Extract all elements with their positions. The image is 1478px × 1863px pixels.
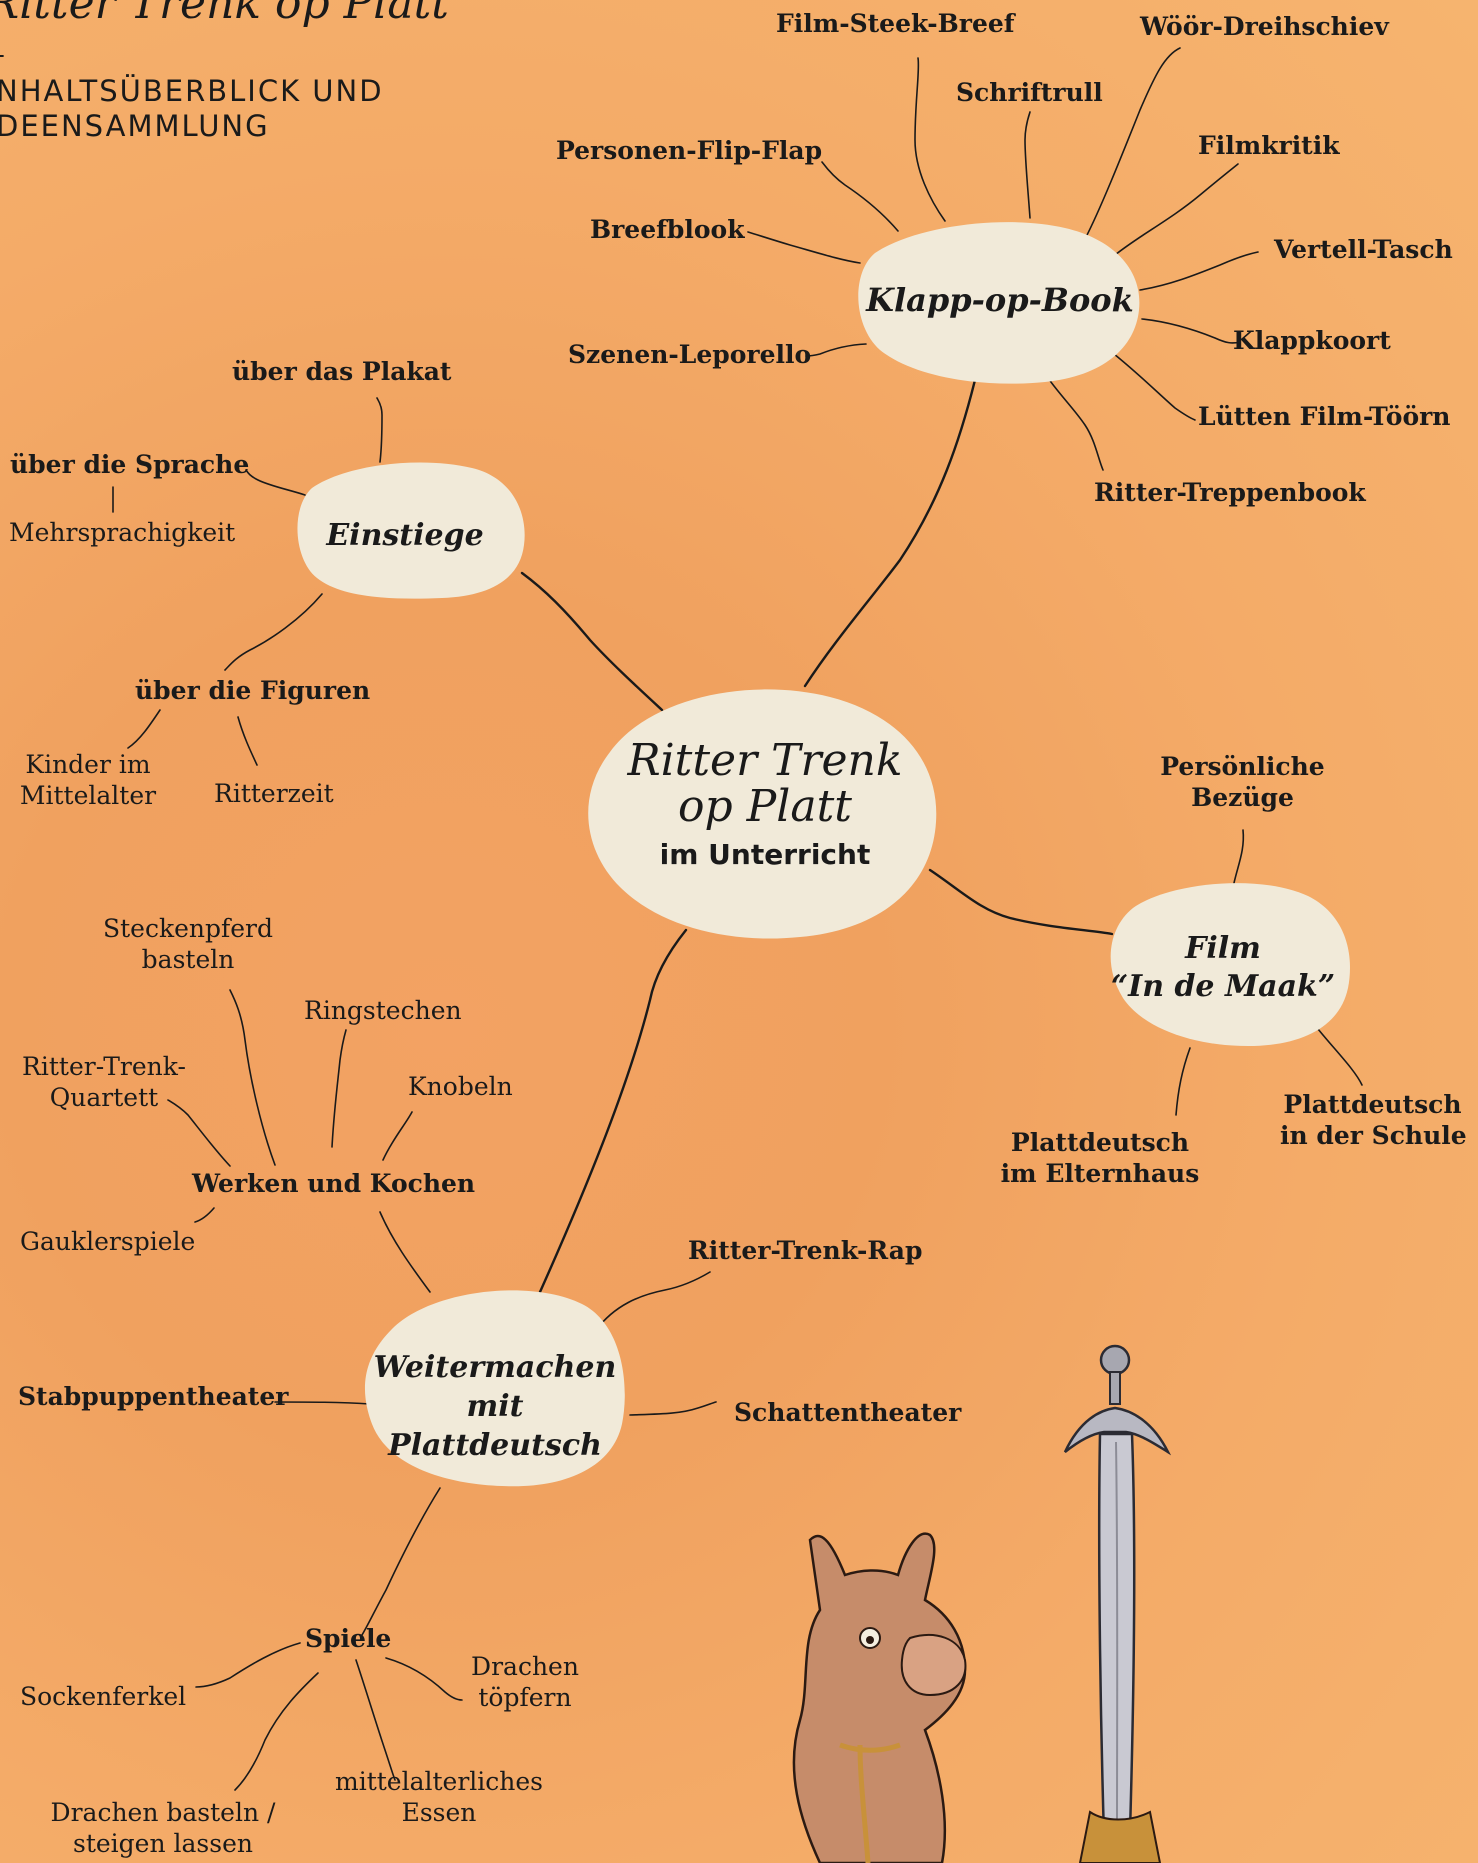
- einstiege-figuren: über die Figuren: [135, 676, 371, 705]
- klapp-item: Personen-Flip-Flap: [556, 136, 823, 165]
- klapp-item: Szenen-Leporello: [568, 340, 812, 369]
- werken-gaukler: Gauklerspiele: [20, 1227, 196, 1256]
- klapp-title: Klapp-op-Book: [866, 281, 1134, 319]
- title-dash: -: [0, 40, 5, 70]
- einstiege-sprache: über die Sprache: [10, 450, 250, 479]
- center-label: Ritter Trenk op Platt im Unterricht: [590, 735, 940, 872]
- weiter-bubble: [364, 1290, 625, 1487]
- film-title: Film “In de Maak”: [1110, 930, 1336, 1007]
- center-line-2: op Platt: [678, 781, 852, 833]
- klapp-item: Film-Steek-Breef: [776, 9, 1015, 38]
- weiter-rap: Ritter-Trenk-Rap: [688, 1236, 923, 1265]
- spiele-sockenferkel: Sockenferkel: [20, 1682, 187, 1711]
- einstiege-kinder: Kinder im Mittelalter: [18, 750, 158, 811]
- basteln-line-1: Drachen basteln /: [50, 1798, 276, 1827]
- werken-ringstechen: Ringstechen: [304, 996, 462, 1025]
- page-subtitle: NHALTSÜBERBLICK UND DEENSAMMLUNG: [0, 74, 384, 144]
- klapp-item: Breefblook: [590, 215, 745, 244]
- pig-illustration: [792, 1532, 967, 1863]
- essen-line-1: mittelalterliches: [335, 1767, 543, 1796]
- werken-title: Werken und Kochen: [192, 1169, 476, 1198]
- einstiege-mehrsprachigkeit: Mehrsprachigkeit: [9, 518, 236, 547]
- einstiege-bubble: [297, 462, 525, 599]
- subtitle-line-1: NHALTSÜBERBLICK UND: [0, 74, 384, 108]
- werken-quartett: Ritter-Trenk- Quartett: [18, 1052, 190, 1113]
- steckenpferd-line-2: basteln: [141, 944, 235, 974]
- klapp-item: Klappkoort: [1233, 326, 1391, 355]
- werken-steckenpferd: Steckenpferd basteln: [98, 914, 278, 975]
- kinder-line-2: Mittelalter: [19, 780, 157, 810]
- einstiege-ritterzeit: Ritterzeit: [214, 779, 334, 808]
- center-bubble: [588, 689, 937, 939]
- toepfern-line-1: Drachen: [471, 1652, 579, 1681]
- klapp-bubble: [858, 222, 1140, 384]
- center-line-1: Ritter Trenk: [627, 735, 903, 786]
- spiele-basteln: Drachen basteln / steigen lassen: [48, 1798, 278, 1859]
- spiele-title: Spiele: [305, 1624, 392, 1653]
- film-bezuege: Persönliche Bezüge: [1150, 752, 1335, 813]
- klapp-item: Ritter-Treppenbook: [1094, 478, 1366, 507]
- weiter-schatten: Schattentheater: [734, 1398, 962, 1427]
- weiter-title-line-1: Weitermachen: [373, 1350, 617, 1385]
- klapp-item: Lütten Film-Töörn: [1198, 402, 1451, 431]
- eltern-line-1: Plattdeutsch: [1010, 1128, 1190, 1157]
- schule-line-2: in der Schule: [1280, 1120, 1467, 1150]
- film-title-line-2: “In de Maak”: [1110, 969, 1336, 1005]
- bezuege-line-1: Persönliche: [1160, 752, 1325, 781]
- essen-line-2: Essen: [401, 1797, 477, 1827]
- klapp-item: Vertell-Tasch: [1274, 235, 1453, 264]
- film-elternhaus: Plattdeutsch im Elternhaus: [1000, 1128, 1200, 1189]
- bezuege-line-2: Bezüge: [1191, 782, 1294, 812]
- quartett-line-2: Quartett: [49, 1082, 159, 1112]
- film-title-line-1: Film: [1185, 931, 1261, 966]
- klapp-item: Filmkritik: [1198, 131, 1340, 160]
- eltern-line-2: im Elternhaus: [1000, 1158, 1200, 1188]
- quartett-line-1: Ritter-Trenk-: [22, 1052, 186, 1081]
- klapp-item: Schriftrull: [956, 78, 1103, 107]
- schule-line-1: Plattdeutsch: [1283, 1090, 1462, 1119]
- film-schule: Plattdeutsch in der Schule: [1280, 1090, 1467, 1151]
- page-title: Ritter Trenk op Platt: [0, 0, 449, 29]
- subtitle-line-2: DEENSAMMLUNG: [0, 108, 270, 143]
- einstiege-title: Einstiege: [326, 518, 484, 553]
- werken-knobeln: Knobeln: [408, 1072, 513, 1101]
- klapp-item: Wöör-Dreihschiev: [1140, 12, 1389, 41]
- center-line-3: im Unterricht: [659, 838, 871, 872]
- weiter-title-line-2: mit Plattdeutsch: [388, 1389, 602, 1463]
- sword-illustration: [1063, 1344, 1172, 1863]
- weiter-title: Weitermachen mit Plattdeutsch: [362, 1348, 628, 1465]
- steckenpferd-line-1: Steckenpferd: [102, 914, 274, 943]
- weiter-stab: Stabpuppentheater: [18, 1382, 289, 1411]
- basteln-line-2: steigen lassen: [73, 1828, 253, 1858]
- kinder-line-1: Kinder im: [25, 750, 151, 779]
- spiele-toepfern: Drachen töpfern: [465, 1652, 585, 1713]
- toepfern-line-2: töpfern: [478, 1682, 572, 1712]
- einstiege-plakat: über das Plakat: [232, 357, 452, 386]
- spiele-essen: mittelalterliches Essen: [334, 1767, 544, 1828]
- film-bubble: [1110, 883, 1350, 1046]
